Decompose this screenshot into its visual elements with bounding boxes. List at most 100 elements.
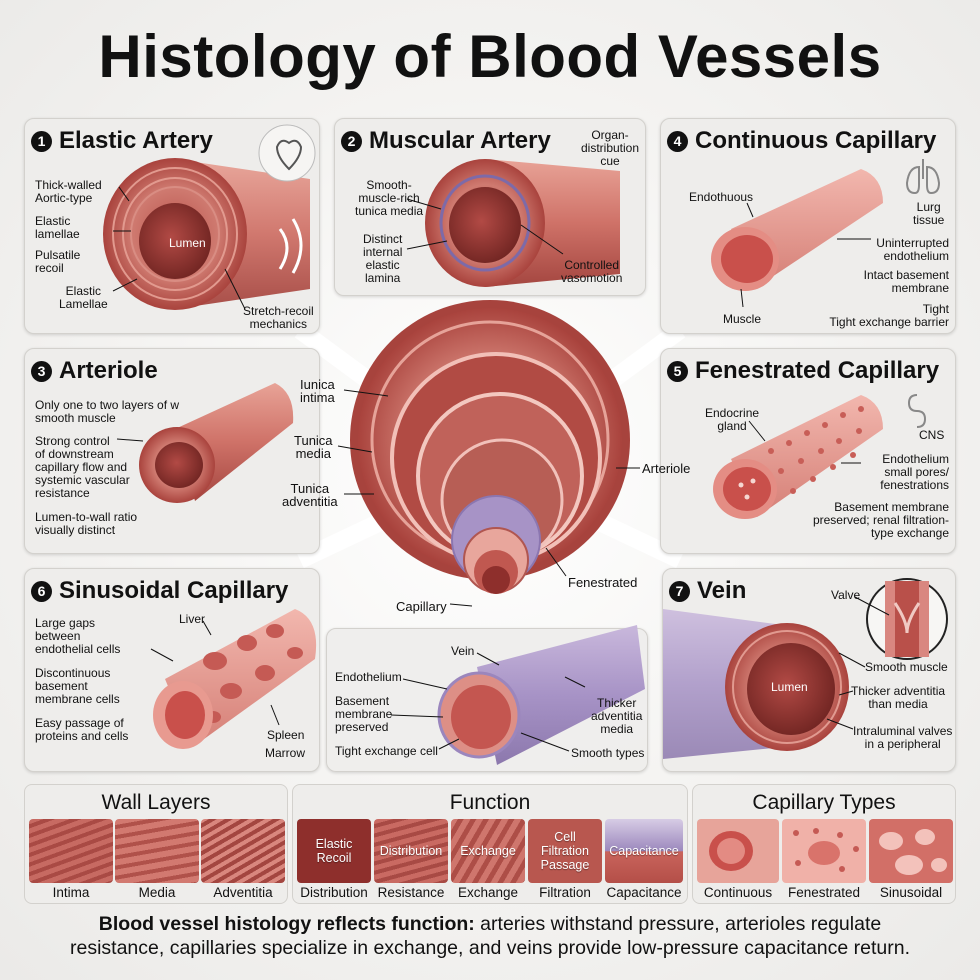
number-badge: 4 xyxy=(667,130,688,152)
valve-inset xyxy=(866,578,948,660)
panel-wall-layers: Wall Layers Intima Media Adventitia xyxy=(24,784,288,904)
panel-title-text: Muscular Artery xyxy=(369,127,551,154)
number-badge: 7 xyxy=(669,580,690,602)
panel-elastic-artery: 1 Elastic Artery Thick-walled Aortic-typ… xyxy=(24,118,320,334)
wall-label-intima: Intima xyxy=(52,885,90,900)
footer-caption: Blood vessel histology reflects function… xyxy=(0,912,980,960)
label-uninterrupted-endothelium: Uninterrupted endothelium xyxy=(876,236,949,263)
label-tight-exchange-cell: Tight exchange cell xyxy=(335,744,438,758)
function-label-resistance: Resistance xyxy=(377,885,445,900)
panel-title-arteriole: 3 Arteriole xyxy=(31,357,158,385)
label-distinct-elastic-lamina: Distinct internal elastic lamina xyxy=(363,232,403,285)
elastic-artery-illustration xyxy=(103,124,316,310)
panel-title-text: Vein xyxy=(697,577,747,604)
number-badge: 2 xyxy=(341,130,362,152)
media-tile xyxy=(115,819,199,883)
label-small-pores: Endothelium small pores/ fenestrations xyxy=(880,452,949,492)
panel-title-text: Continuous Capillary xyxy=(695,127,937,154)
number-badge: 5 xyxy=(667,360,688,382)
adventitia-tile xyxy=(201,819,285,883)
panel-title-text: Elastic Artery xyxy=(59,127,213,154)
label-lumen-wall-ratio: Lumen-to-wall ratio visually distinct xyxy=(35,510,138,537)
capillary-types-title: Capillary Types xyxy=(752,791,896,814)
capillary-label-continuous: Continuous xyxy=(703,885,773,900)
label-organ-distribution: Organ- distribution cue xyxy=(581,128,640,168)
footer-line-1-rest: arteries withstand pressure, arterioles … xyxy=(474,913,882,935)
fenestrated-tile-art xyxy=(793,828,859,872)
fenestrated-capillary-illustration xyxy=(713,394,927,519)
panel-fenestrated-capillary: 5 Fenestrated Capillary Endocrine xyxy=(660,348,956,554)
number-badge: 1 xyxy=(31,130,52,152)
lungs-icon xyxy=(905,159,941,195)
label-tight-exchange: Tight Tight exchange barrier xyxy=(829,302,949,329)
label-tunica-adventitia: Tunica adventitia xyxy=(282,481,338,509)
label-easy-passage: Easy passage of proteins and cells xyxy=(35,716,129,743)
label-stretch-recoil: Stretch-recoil mechanics xyxy=(243,304,314,331)
function-tile-text: Capacitance xyxy=(609,844,679,858)
label-lurg-tissue: Lurg tissue xyxy=(913,200,945,227)
label-pulsatile-recoil: Pulsatile recoil xyxy=(35,248,81,275)
panel-title-text: Arteriole xyxy=(59,357,158,384)
function-tile-elastic-recoil: Elastic Recoil xyxy=(297,819,371,883)
label-liver: Liver xyxy=(179,612,206,626)
label-cns: CNS xyxy=(919,428,945,442)
label-lumen: Lumen xyxy=(169,236,206,250)
label-spleen: Spleen xyxy=(267,728,305,742)
label-smooth-muscle: Smooth muscle xyxy=(865,660,948,674)
footer-line-1: Blood vessel histology reflects function… xyxy=(0,912,980,936)
label-large-gaps: Large gaps between endothelial cells xyxy=(35,616,121,656)
center-vein-illustration xyxy=(390,625,645,765)
label-thick-walled: Thick-walled Aortic-type xyxy=(35,178,102,205)
panel-continuous-capillary: 4 Continuous Capillary Endothuous Lurg t… xyxy=(660,118,956,334)
capillary-tile-fenestrated xyxy=(782,819,866,883)
capillary-label-fenestrated: Fenestrated xyxy=(787,885,861,900)
function-title: Function xyxy=(449,791,531,814)
label-elastic-lamellae: Elastic lamellae xyxy=(35,214,80,241)
label-basement-membrane: Basement membrane preserved xyxy=(335,694,393,734)
label-vein: Vein xyxy=(451,644,475,658)
label-smooth-types: Smooth types xyxy=(571,746,645,760)
continuous-tile-art xyxy=(709,831,753,871)
panel-center-vein: Vein Endothelium Basement membrane prese… xyxy=(326,625,648,772)
label-vein-lumen: Lumen xyxy=(771,680,808,694)
panel-title-muscular-artery: 2 Muscular Artery xyxy=(341,127,551,155)
label-endothelium: Endothelium xyxy=(335,670,402,684)
label-tunica-media: Tunica media xyxy=(294,433,333,461)
arteriole-illustration xyxy=(116,383,294,503)
panel-arteriole: 3 Arteriole Only one to two layers of w … xyxy=(24,348,320,554)
panel-title-sinusoidal-capillary: 6 Sinusoidal Capillary xyxy=(31,577,288,605)
label-intact-basement: Intact basement membrane xyxy=(863,268,949,295)
label-muscle: Muscle xyxy=(723,312,762,326)
panel-title-text: Sinusoidal Capillary xyxy=(59,577,289,604)
panel-sinusoidal-capillary: 6 Sinusoidal Capillary Large gaps betwee… xyxy=(24,568,320,772)
continuous-capillary-illustration xyxy=(711,159,941,308)
capillary-tile-continuous xyxy=(697,819,779,883)
footer-bold: Blood vessel histology reflects function… xyxy=(98,913,475,935)
label-smooth-muscle-rich: Smooth- muscle-rich tunica media xyxy=(355,178,424,218)
function-tile-text: Cell Filtration Passage xyxy=(540,830,590,872)
function-tile-filtration: Cell Filtration Passage xyxy=(528,819,602,883)
wall-label-adventitia: Adventitia xyxy=(213,885,273,900)
intestine-icon xyxy=(907,394,927,428)
panel-title-text: Fenestrated Capillary xyxy=(695,357,940,384)
label-discontinuous-basement: Discontinuous basement membrane cells xyxy=(35,666,120,706)
function-tile-text: Distribution xyxy=(379,844,443,858)
panel-title-elastic-artery: 1 Elastic Artery xyxy=(31,127,213,155)
function-label-filtration: Filtration xyxy=(539,885,591,900)
label-strong-control: Strong control of downstream capillary f… xyxy=(35,434,130,500)
panel-title-continuous-capillary: 4 Continuous Capillary xyxy=(667,127,936,155)
function-tile-text: Exchange xyxy=(460,844,516,858)
label-marrow: Marrow xyxy=(265,746,306,760)
function-tile-capacitance: Capacitance xyxy=(605,819,683,883)
number-badge: 6 xyxy=(31,580,52,602)
label-endocrine-gland: Endocrine gland xyxy=(705,406,760,433)
panel-title-fenestrated-capillary: 5 Fenestrated Capillary xyxy=(667,357,939,385)
label-basement-preserved: Basement membrane preserved; renal filtr… xyxy=(812,500,949,540)
wall-label-media: Media xyxy=(138,885,176,900)
panel-function: Function Elastic Recoil Distribution Exc… xyxy=(292,784,688,904)
heart-icon xyxy=(258,124,316,182)
panel-capillary-types: Capillary Types Continuous Fenestrated S… xyxy=(692,784,956,904)
label-tunica-intima: Iunica intima xyxy=(300,377,335,405)
